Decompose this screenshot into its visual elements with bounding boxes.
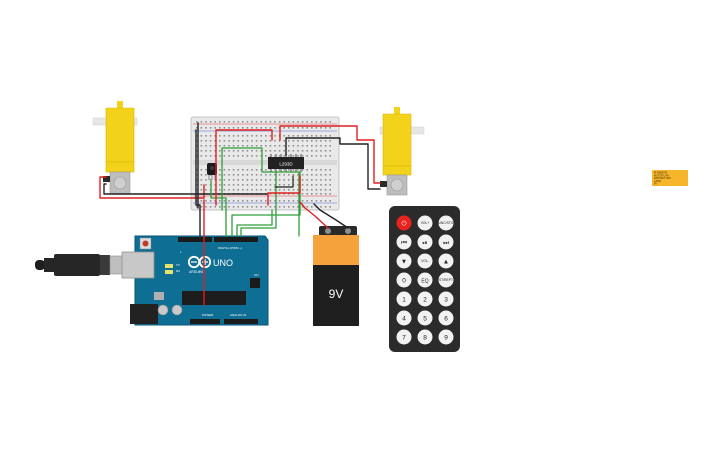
num-1-button-label: 1 (402, 296, 406, 303)
arduino-logo-icon (187, 255, 212, 269)
power-label: POWER (202, 313, 214, 317)
num-0-button-label: 0 (402, 277, 406, 284)
wire-battery-red (299, 201, 329, 229)
arduino-uno-board[interactable]: UNO ARDUINO DIGITAL (PWM ~) POWER ANALOG… (121, 235, 269, 326)
breadboard-holes (196, 121, 331, 208)
num-0-button[interactable]: 0 (396, 272, 412, 288)
atmega-chip (182, 291, 246, 305)
battery-label: 9V (329, 287, 344, 301)
note-line: ARDUINO UNO (654, 177, 671, 180)
down-button-label: ▼ (401, 258, 407, 265)
digital-header-1 (178, 237, 212, 242)
vol-up-button[interactable]: VOL+ (417, 215, 433, 231)
analog-label: ANALOG IN (230, 313, 246, 317)
num-3-button[interactable]: 3 (438, 291, 454, 307)
num-8-button-label: 8 (423, 334, 427, 341)
num-5-button-label: 5 (423, 315, 427, 322)
num-4-button-label: 4 (402, 315, 406, 322)
rx-label: RX (176, 269, 180, 273)
wire-right-motor-black (285, 137, 381, 190)
st-rept-button[interactable]: ST/REPT (438, 272, 454, 288)
board-model: UNO (213, 258, 233, 268)
ir-receiver[interactable] (207, 163, 217, 180)
num-9-button-label: 9 (444, 334, 448, 341)
chip-label: L293D (279, 162, 293, 167)
usb-cable[interactable] (35, 254, 125, 276)
wire-left-motor-black (103, 183, 269, 195)
power-button-label: ⏻ (401, 220, 406, 227)
note-line: 9V (654, 183, 657, 186)
num-7-button[interactable]: 7 (396, 329, 412, 345)
num-2-button[interactable]: 2 (417, 291, 433, 307)
digital-header-2 (214, 237, 258, 242)
wire-green-1 (210, 180, 227, 237)
wire-right-motor-red (279, 125, 381, 184)
usb-port (121, 251, 155, 279)
st-rept-button-label: ST/REPT (439, 278, 453, 282)
wire-green-5 (240, 171, 277, 237)
num-2-button-label: 2 (423, 296, 427, 303)
vol-down-button-label: VOL- (421, 259, 429, 263)
eq-button[interactable]: EQ (417, 272, 433, 288)
num-6-button-label: 6 (444, 315, 448, 322)
wire-green-4 (236, 209, 273, 237)
func-stop-button[interactable]: FUNC/STOP (437, 215, 457, 231)
l-label: L (180, 250, 182, 254)
play-pause-button-label: ⏯ (422, 239, 427, 246)
vol-up-button-label: VOL+ (421, 221, 430, 225)
rewind-button-label: ⏮ (401, 239, 407, 246)
eq-button-label: EQ (421, 278, 428, 284)
power-jack (130, 304, 158, 324)
up-button[interactable]: ▲ (438, 253, 454, 269)
wire-green-2 (221, 147, 300, 237)
wire-chip-red-short (267, 175, 301, 206)
power-header (190, 319, 220, 324)
num-3-button-label: 3 (444, 296, 448, 303)
note-line: MOTOR CAR (654, 174, 669, 177)
battery-9v[interactable]: 9V (313, 226, 359, 326)
board-brand: ARDUINO (189, 270, 205, 274)
num-5-button[interactable]: 5 (417, 310, 433, 326)
motor-driver-chip[interactable]: L293D (268, 154, 304, 172)
vol-down-button[interactable]: VOL- (417, 253, 433, 269)
num-1-button[interactable]: 1 (396, 291, 412, 307)
breadboard[interactable] (190, 116, 340, 211)
right-motor[interactable] (379, 107, 425, 196)
on-label: ON (254, 273, 259, 277)
num-7-button-label: 7 (402, 334, 406, 341)
left-motor[interactable] (92, 101, 138, 195)
rewind-button[interactable]: ⏮ (396, 234, 412, 250)
analog-header (224, 319, 258, 324)
num-6-button[interactable]: 6 (438, 310, 454, 326)
wire-chip-black-short (274, 175, 294, 188)
power-button[interactable]: ⏻ (396, 215, 412, 231)
fast-forward-button-label: ⏭ (443, 239, 449, 246)
num-4-button[interactable]: 4 (396, 310, 412, 326)
digital-label: DIGITAL (PWM ~) (218, 246, 242, 250)
fast-forward-button[interactable]: ⏭ (438, 234, 454, 250)
note-line: L293D (654, 180, 661, 183)
func-stop-button-label: FUNC/STOP (437, 221, 457, 225)
tx-label: TX (176, 263, 180, 267)
ir-remote[interactable]: ⏻ VOL+ FUNC/STOP ⏮ ⏯ ⏭ ▼ VOL- ▲ 0 EQ ST/REPT 1 2 3 4 5 6 7… (389, 206, 460, 352)
wires (99, 122, 381, 306)
num-8-button[interactable]: 8 (417, 329, 433, 345)
wire-battery-black (313, 203, 349, 229)
down-button[interactable]: ▼ (396, 253, 412, 269)
wire-board-red (215, 129, 273, 206)
play-pause-button[interactable]: ⏯ (417, 234, 433, 250)
num-9-button[interactable]: 9 (438, 329, 454, 345)
note-line: IR REMOTE (654, 172, 668, 175)
up-button-label: ▲ (443, 258, 449, 265)
